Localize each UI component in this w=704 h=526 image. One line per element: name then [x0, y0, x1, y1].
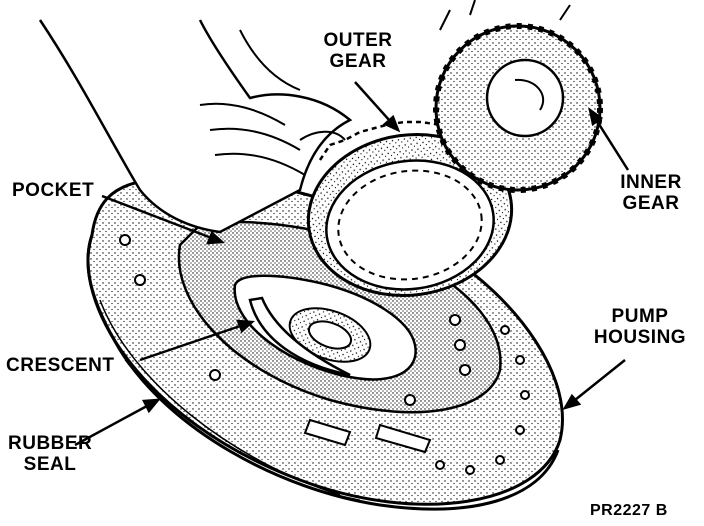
label-pump-housing-line2: HOUSING [593, 327, 687, 348]
label-outer-gear-line1: OUTER [323, 30, 393, 51]
label-outer-gear-line2: GEAR [329, 51, 387, 72]
inner-gear [433, 0, 603, 193]
label-pocket: POCKET [12, 180, 95, 201]
figure-code: PR2227 B [590, 502, 668, 519]
label-rubber-seal: RUBBER SEAL [8, 433, 92, 475]
label-inner-gear-line1: INNER [620, 172, 682, 193]
leader-lines [74, 81, 630, 447]
outer-gear [306, 120, 514, 297]
label-inner-gear-line2: GEAR [622, 193, 680, 214]
label-crescent: CRESCENT [6, 355, 115, 376]
label-outer-gear: OUTER GEAR [312, 30, 404, 72]
label-rubber-seal-line1: RUBBER [8, 433, 93, 454]
label-rubber-seal-line2: SEAL [23, 454, 77, 475]
label-inner-gear: INNER GEAR [608, 172, 694, 214]
label-pump-housing: PUMP HOUSING [586, 306, 694, 348]
label-pump-housing-line1: PUMP [611, 306, 669, 327]
hand-illustration [38, 19, 353, 234]
